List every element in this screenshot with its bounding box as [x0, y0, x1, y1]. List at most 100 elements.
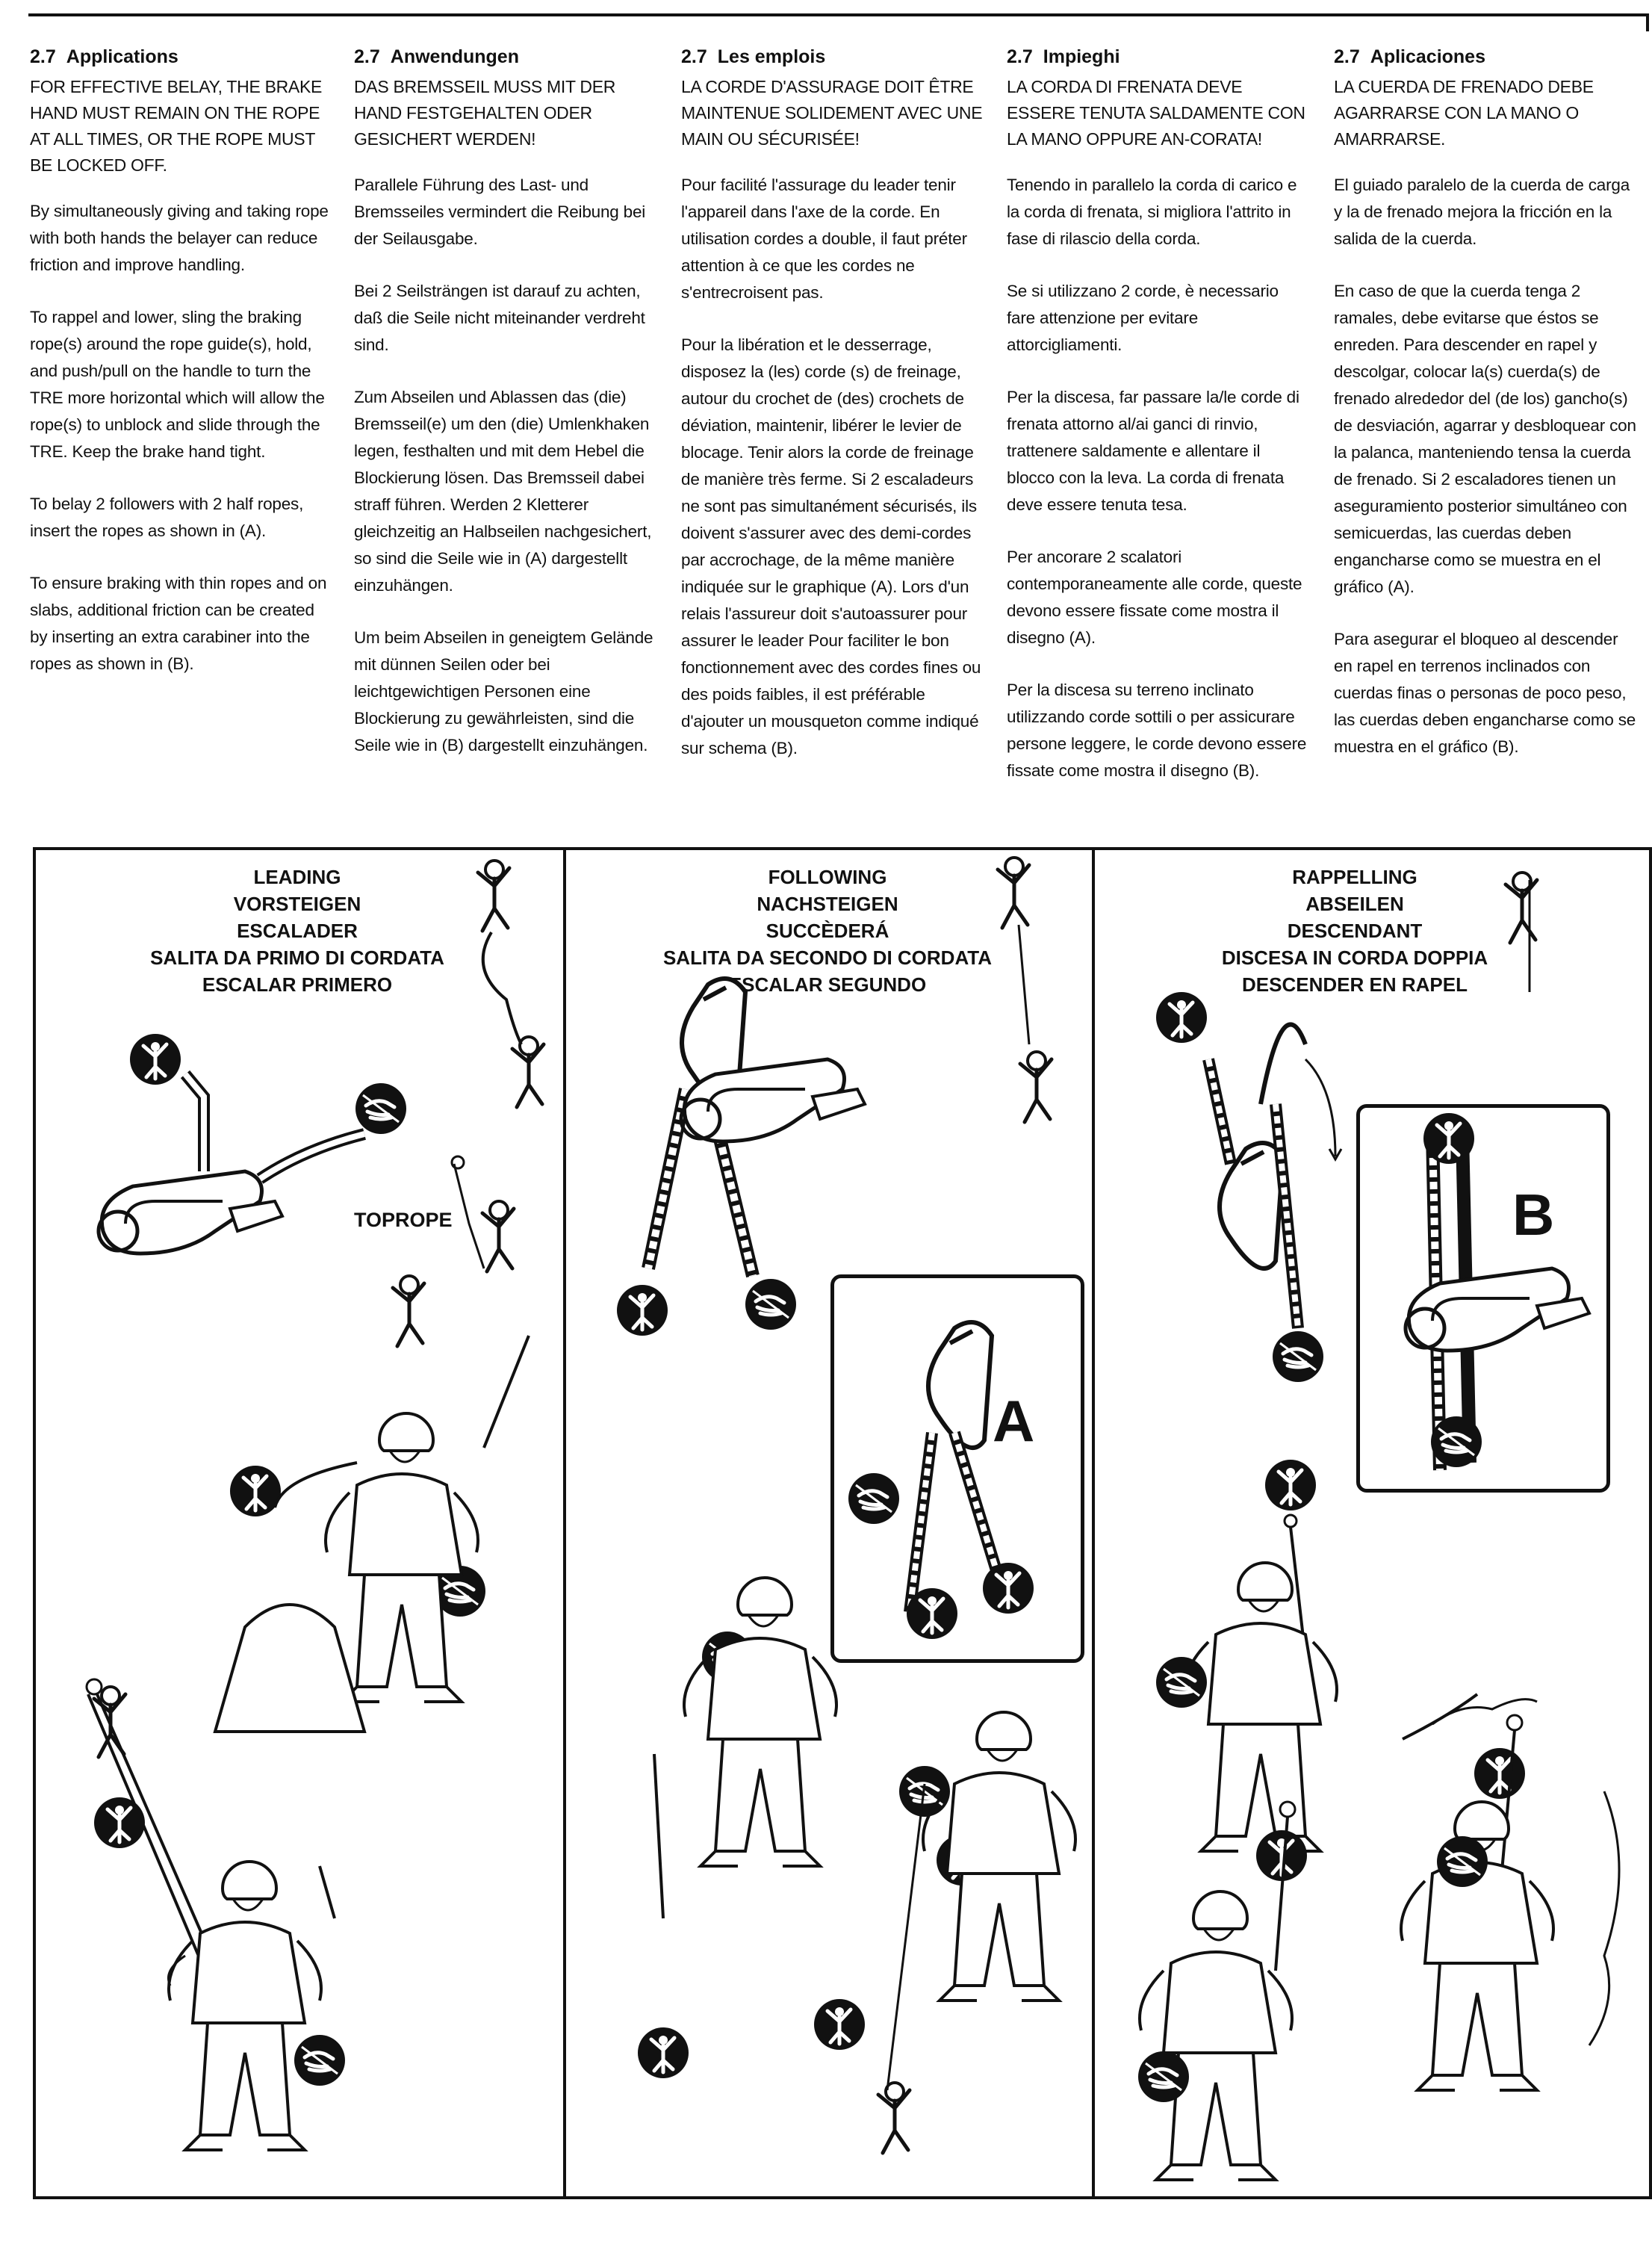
toprope-label: TOPROPE — [354, 1209, 453, 1231]
panel-title-leading: LEADING VORSTEIGEN ESCALADER SALITA DA P… — [88, 864, 506, 998]
paragraph: Tenendo in parallelo la corda di carico … — [1007, 176, 1297, 248]
title-line: DISCESA IN CORDA DOPPIA — [1221, 946, 1488, 969]
panel-title-rappelling: RAPPELLING ABSEILEN DESCENDANT DISCESA I… — [1146, 864, 1564, 998]
paragraph: To ensure braking with thin ropes and on… — [30, 574, 327, 673]
brake-hand-badge-icon — [848, 1473, 899, 1524]
brake-hand-badge-icon — [1273, 1331, 1323, 1382]
title-line: SALITA DA SECONDO DI CORDATA — [662, 946, 993, 969]
section-number: 2.7 — [1334, 46, 1360, 67]
title-line: RAPPELLING — [1292, 866, 1417, 888]
title-line: SUCCÈDERÁ — [766, 920, 889, 942]
paragraph: Per la discesa, far passare la/le corde … — [1007, 388, 1299, 514]
section-title: Anwendungen — [390, 46, 519, 67]
climber-badge-icon — [814, 1999, 865, 2050]
brake-hand-badge-icon — [1431, 1416, 1482, 1467]
paragraph: Per ancorare 2 scalatori contemporaneame… — [1007, 548, 1302, 647]
section-title: Aplicaciones — [1370, 46, 1485, 67]
top-rule — [28, 13, 1649, 31]
paragraph: Um beim Abseilen in geneigtem Gelände mi… — [354, 628, 653, 754]
paragraph: Zum Abseilen und Ablassen das (die) Brem… — [354, 388, 652, 595]
inset-a-label: A — [993, 1388, 1035, 1454]
column-german: 2.7 Anwendungen DAS BREMSSEIL MUSS MIT DE… — [354, 46, 656, 759]
belay-device-icon — [99, 1171, 282, 1254]
rappeller-person-icon — [1183, 1561, 1338, 1853]
climber-badge-icon — [617, 1285, 668, 1336]
title-line: LEADING — [253, 866, 341, 888]
section-number: 2.7 — [681, 46, 707, 67]
warning-text: DAS BREMSSEIL MUSS MIT DER HAND FESTGEHA… — [354, 77, 616, 149]
warning-text: LA CORDE D'ASSURAGE DOIT ÊTRE MAINTENUE … — [681, 77, 983, 149]
illustration-panels: LEADING VORSTEIGEN ESCALADER SALITA DA P… — [33, 847, 1652, 2199]
climber-badge-icon — [94, 1797, 145, 1848]
paragraph: El guiado paralelo de la cuerda de carga… — [1334, 176, 1630, 248]
follower-figure-icon — [1020, 1052, 1052, 1122]
paragraph: Parallele Führung des Last- und Bremssei… — [354, 176, 646, 248]
panel-divider — [1092, 850, 1095, 2196]
section-number: 2.7 — [354, 46, 380, 67]
paragraph: Per la discesa su terreno inclinato util… — [1007, 681, 1307, 780]
climber-badge-icon — [1265, 1460, 1316, 1510]
title-line: NACHSTEIGEN — [757, 893, 898, 915]
brake-hand-badge-icon — [355, 1083, 406, 1134]
climber-figure-icon — [478, 861, 509, 931]
column-french: 2.7 Les emplois LA CORDE D'ASSURAGE DOIT … — [681, 46, 984, 762]
section-title: Applications — [66, 46, 178, 67]
climber-badge-icon — [1156, 992, 1207, 1043]
title-line: VORSTEIGEN — [233, 893, 361, 915]
section-heading: 2.7 Aplicaciones — [1334, 46, 1640, 68]
warning-text: LA CUERDA DE FRENADO DEBE AGARRARSE CON … — [1334, 77, 1594, 149]
brake-hand-badge-icon — [745, 1279, 796, 1330]
paragraph: To rappel and lower, sling the braking r… — [30, 308, 325, 461]
warning-text: LA CORDA DI FRENATA DEVE ESSERE TENUTA S… — [1007, 77, 1305, 149]
title-line: DESCENDER EN RAPEL — [1242, 973, 1468, 996]
warning-text: FOR EFFECTIVE BELAY, THE BRAKE HAND MUST… — [30, 77, 323, 175]
rappeller-figure-icon — [1506, 873, 1537, 943]
belayer-person-icon — [324, 1412, 479, 1703]
brake-hand-badge-icon — [1156, 1657, 1207, 1708]
climber-badge-icon — [1256, 1830, 1307, 1881]
paragraph: En caso de que la cuerda tenga 2 ramales… — [1334, 282, 1636, 596]
title-line: SALITA DA PRIMO DI CORDATA — [150, 946, 444, 969]
brake-hand-badge-icon — [1138, 2051, 1189, 2102]
paragraph: To belay 2 followers with 2 half ropes, … — [30, 495, 304, 540]
paragraph: Bei 2 Seilsträngen ist darauf zu achten,… — [354, 282, 645, 354]
section-number: 2.7 — [30, 46, 56, 67]
section-heading: 2.7 Applications — [30, 46, 329, 68]
paragraph: Pour facilité l'assurage du leader tenir… — [681, 176, 967, 302]
climber-badge-icon — [907, 1588, 957, 1639]
title-line: DESCENDANT — [1287, 920, 1423, 942]
panel-title-following: FOLLOWING NACHSTEIGEN SUCCÈDERÁ SALITA D… — [618, 864, 1037, 998]
belayer-person-icon — [683, 1576, 838, 1868]
panel-divider — [563, 850, 566, 2196]
rappeller-person-icon — [1138, 1890, 1294, 2181]
inset-b-label: B — [1512, 1182, 1555, 1248]
section-heading: 2.7 Anwendungen — [354, 46, 656, 68]
title-line: ESCALAR PRIMERO — [202, 973, 393, 996]
toprope-belayer-icon — [393, 1276, 424, 1346]
title-line: ABSEILEN — [1305, 893, 1404, 915]
illustration-art — [85, 850, 1621, 2181]
brake-hand-badge-icon — [294, 2035, 345, 2086]
title-line: FOLLOWING — [768, 866, 887, 888]
carabiner-icon — [928, 1322, 992, 1448]
paragraph: Pour la libération et le desserrage, dis… — [681, 335, 981, 757]
toprope-climber-icon — [482, 1201, 514, 1271]
column-english: 2.7 Applications FOR EFFECTIVE BELAY, THE… — [30, 46, 329, 678]
climber-badge-icon — [1474, 1748, 1525, 1799]
belayer-person-icon — [167, 1860, 323, 2151]
section-heading: 2.7 Les emplois — [681, 46, 984, 68]
climber-badge-icon — [130, 1034, 181, 1085]
paragraph: Se si utilizzano 2 corde, è necessario f… — [1007, 282, 1279, 354]
title-line: ESCALADER — [237, 920, 358, 942]
belayer-figure-icon — [512, 1037, 544, 1107]
section-title: Les emplois — [717, 46, 826, 67]
climber-badge-icon — [230, 1466, 281, 1516]
climber-badge-icon — [638, 2027, 689, 2078]
climber-badge-icon — [1423, 1113, 1474, 1164]
climber-badge-icon — [983, 1563, 1034, 1614]
brake-hand-badge-icon — [1437, 1836, 1488, 1887]
follower-figure-icon — [998, 858, 1029, 928]
